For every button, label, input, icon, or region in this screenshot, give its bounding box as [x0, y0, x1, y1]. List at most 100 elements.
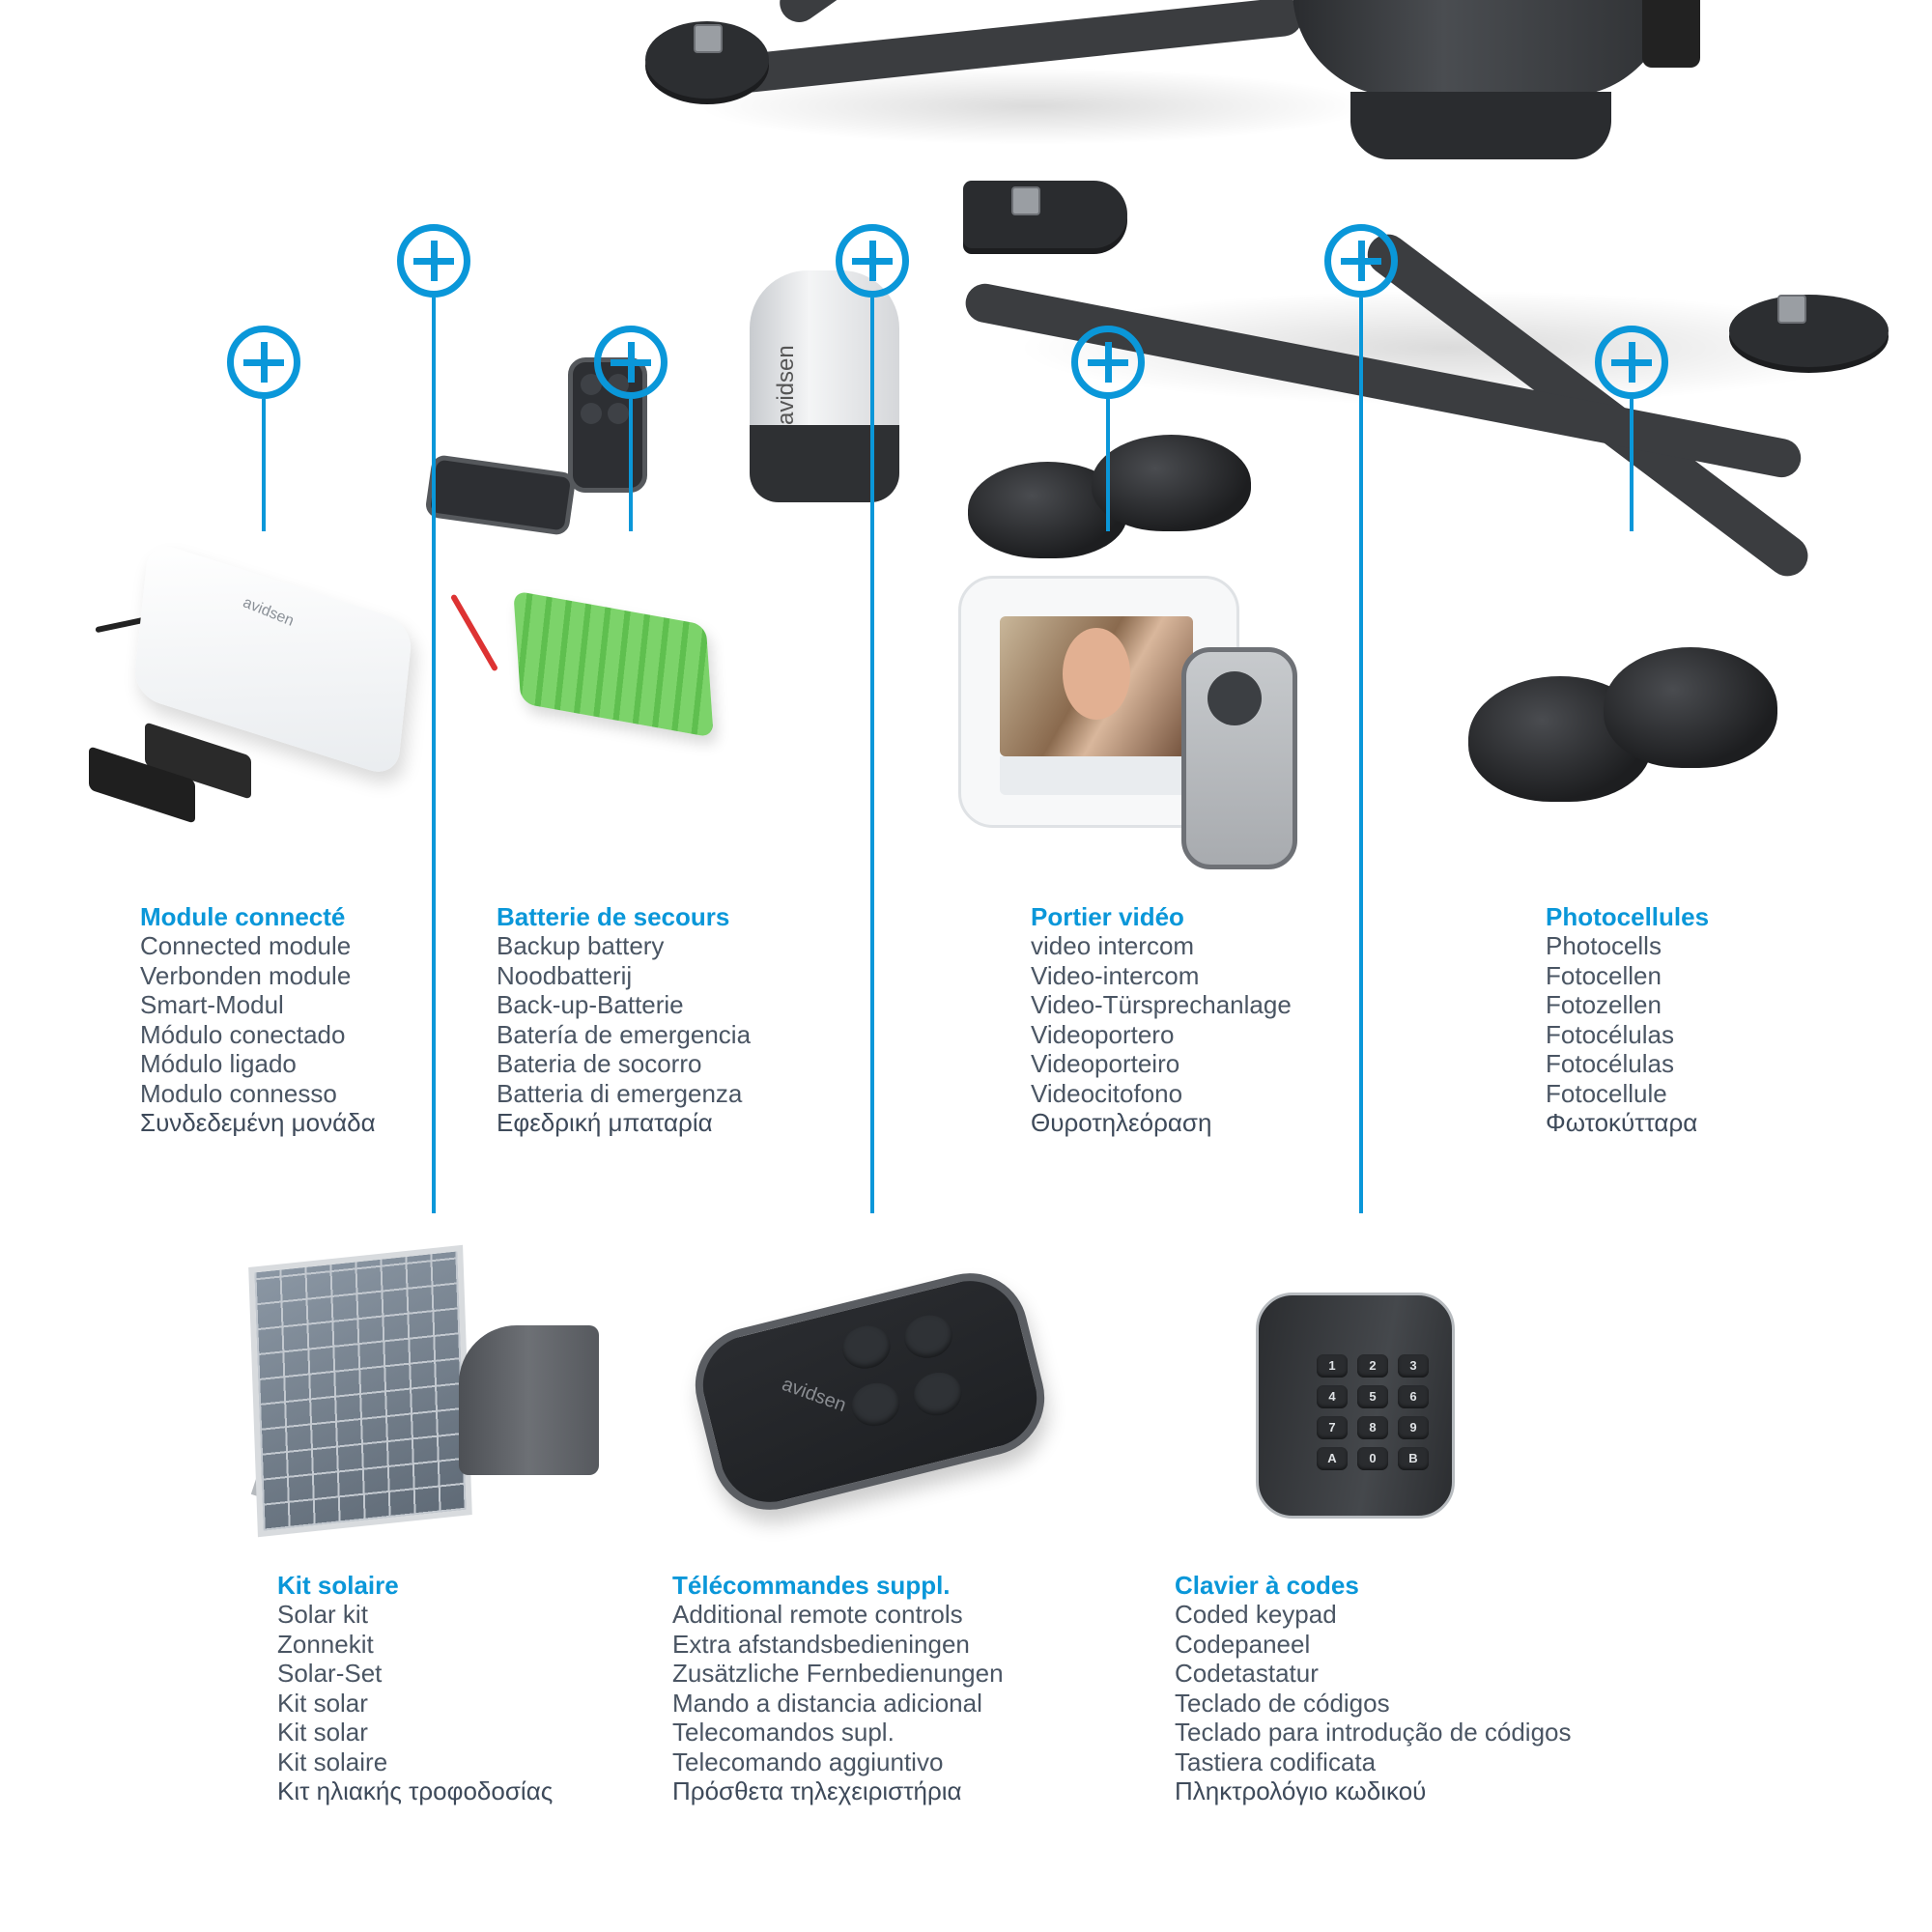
translation-de: Codetastatur [1175, 1659, 1319, 1688]
motor-bracket [1642, 0, 1700, 68]
translation-es: Videoportero [1031, 1019, 1175, 1049]
translation-en: Additional remote controls [672, 1600, 963, 1629]
translation-pt: Videoporteiro [1031, 1049, 1180, 1078]
translation-pt: Teclado para introdução de códigos [1175, 1718, 1572, 1747]
product-solar-kit: Kit solaire Solar kit Zonnekit Solar-Set… [277, 1571, 553, 1806]
product-connected-module: Module connecté Connected module Verbond… [140, 902, 376, 1138]
plus-circle-icon[interactable] [1071, 326, 1145, 399]
keypad-key: 5 [1357, 1385, 1388, 1408]
remote-button [608, 403, 629, 424]
translation-nl: Codepaneel [1175, 1629, 1311, 1659]
remote-button [581, 374, 602, 395]
product-title: Clavier à codes [1175, 1571, 1359, 1600]
brand-logo: avidsen [773, 345, 799, 425]
translation-el: Πληκτρολόγιο κωδικού [1175, 1776, 1427, 1805]
light-base [750, 425, 899, 502]
bolt [1011, 186, 1040, 215]
plus-circle-icon[interactable] [836, 224, 909, 298]
monitor-buttons [1000, 756, 1193, 795]
callout-line [1106, 399, 1110, 531]
callout-line [629, 399, 633, 531]
keypad-key: A [1317, 1447, 1348, 1470]
translation-en: video intercom [1031, 931, 1195, 960]
callout-line [262, 399, 266, 531]
translation-it: Fotocellule [1546, 1078, 1667, 1108]
translation-el: Κιτ ηλιακής τροφοδοσίας [277, 1776, 554, 1805]
bolt [694, 24, 723, 53]
light-dome [750, 270, 899, 435]
translation-es: Teclado de códigos [1175, 1688, 1390, 1718]
translation-pt: Bateria de socorro [497, 1049, 702, 1078]
translation-el: Εφεδρική μπαταρία [497, 1108, 713, 1137]
remote-flat [424, 453, 577, 537]
keypad-key: B [1398, 1447, 1429, 1470]
translation-pt: Telecomandos supl. [672, 1718, 895, 1747]
translation-en: Connected module [140, 931, 352, 960]
product-video-intercom: Portier vidéo video intercom Video-inter… [1031, 902, 1292, 1138]
plus-circle-icon[interactable] [1595, 326, 1668, 399]
battery-pack [513, 590, 714, 738]
translation-es: Kit solar [277, 1688, 368, 1718]
product-title: Batterie de secours [497, 902, 730, 931]
translation-de: Zusätzliche Fernbedienungen [672, 1659, 1004, 1688]
motor-body [1293, 0, 1671, 97]
plus-circle-icon[interactable] [1324, 224, 1398, 298]
translation-nl: Extra afstandsbedieningen [672, 1629, 970, 1659]
callout-line [1630, 399, 1634, 531]
keypad-key: 6 [1398, 1385, 1429, 1408]
product-title: Photocellules [1546, 902, 1710, 931]
translation-nl: Fotocellen [1546, 960, 1662, 990]
translation-nl: Video-intercom [1031, 960, 1200, 990]
motor-base [1350, 92, 1611, 159]
plus-circle-icon[interactable] [594, 326, 668, 399]
remote-button [846, 1378, 905, 1432]
translation-it: Videocitofono [1031, 1078, 1183, 1108]
remote-button [899, 1310, 957, 1364]
translation-de: Video-Türsprechanlage [1031, 990, 1292, 1019]
product-coded-keypad: Clavier à codes Coded keypad Codepaneel … [1175, 1571, 1572, 1806]
translation-de: Smart-Modul [140, 990, 284, 1019]
translation-de: Solar-Set [277, 1659, 383, 1688]
product-title: Télécommandes suppl. [672, 1571, 951, 1600]
translation-el: Πρόσθετα τηλεχειριστήρια [672, 1776, 962, 1805]
product-title: Kit solaire [277, 1571, 399, 1600]
keypad-key: 3 [1398, 1354, 1429, 1378]
product-photocells: Photocellules Photocells Fotocellen Foto… [1546, 902, 1709, 1138]
translation-de: Back-up-Batterie [497, 990, 684, 1019]
translation-pt: Fotocélulas [1546, 1049, 1674, 1078]
translation-en: Backup battery [497, 931, 665, 960]
translation-el: Συνδεδεμένη μονάδα [140, 1108, 376, 1137]
camera-lens [1208, 671, 1262, 725]
translation-it: Batteria di emergenza [497, 1078, 743, 1108]
translation-es: Fotocélulas [1546, 1019, 1674, 1049]
translation-it: Tastiera codificata [1175, 1747, 1377, 1776]
product-title: Module connecté [140, 902, 346, 931]
photocell [1092, 435, 1251, 531]
translation-en: Solar kit [277, 1600, 368, 1629]
product-backup-battery: Batterie de secours Backup battery Noodb… [497, 902, 751, 1138]
translation-es: Batería de emergencia [497, 1019, 752, 1049]
plus-circle-icon[interactable] [227, 326, 300, 399]
translation-de: Fotozellen [1546, 990, 1662, 1019]
keypad-key: 0 [1357, 1447, 1388, 1470]
bolt [1777, 295, 1806, 324]
keypad-key: 4 [1317, 1385, 1348, 1408]
product-extra-remotes: Télécommandes suppl. Additional remote c… [672, 1571, 1004, 1806]
callout-line [870, 298, 874, 1213]
hinge [1729, 295, 1889, 367]
remote-button [581, 403, 602, 424]
plus-circle-icon[interactable] [397, 224, 470, 298]
wall-bracket [963, 181, 1127, 248]
solar-panel [248, 1244, 472, 1538]
translation-el: Θυροτηλεόραση [1031, 1108, 1212, 1137]
remote-button [909, 1367, 967, 1421]
keypad-key: 9 [1398, 1416, 1429, 1439]
translation-nl: Zonnekit [277, 1629, 374, 1659]
callout-line [1359, 298, 1363, 1213]
remote-button [838, 1321, 895, 1374]
translation-nl: Noodbatterij [497, 960, 633, 990]
translation-nl: Verbonden module [140, 960, 352, 990]
translation-es: Módulo conectado [140, 1019, 346, 1049]
translation-it: Kit solaire [277, 1747, 388, 1776]
product-title: Portier vidéo [1031, 902, 1184, 931]
